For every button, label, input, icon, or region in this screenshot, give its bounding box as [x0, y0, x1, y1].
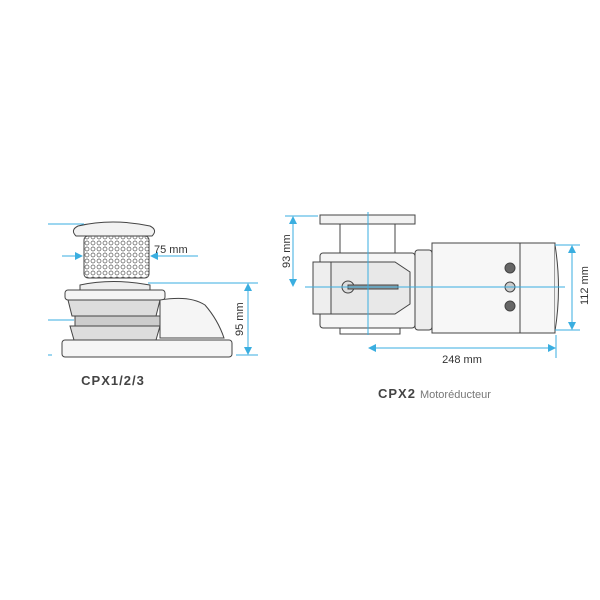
cpx2-subcaption: Motoréducteur: [420, 389, 491, 401]
cpx2-model: CPX2: [378, 386, 416, 401]
cpx1-caption: CPX1/2/3: [81, 373, 145, 388]
windlass-height-label: 95 mm: [234, 302, 246, 336]
length-label: 248 mm: [442, 354, 482, 366]
shaft-height-label: 93 mm: [281, 234, 293, 268]
drum-diameter-label: 75 mm: [154, 244, 188, 256]
gear-motor-cpx2-drawing: [312, 214, 559, 335]
motor-diameter-label: 112 mm: [579, 266, 591, 305]
cpx2-caption: CPX2 Motoréducteur: [378, 386, 491, 401]
windlass-cpx1-drawing: [61, 221, 233, 358]
gear-motor-cpx2-dimensions: [285, 212, 580, 358]
windlass-cpx1-dimensions: [48, 223, 258, 356]
